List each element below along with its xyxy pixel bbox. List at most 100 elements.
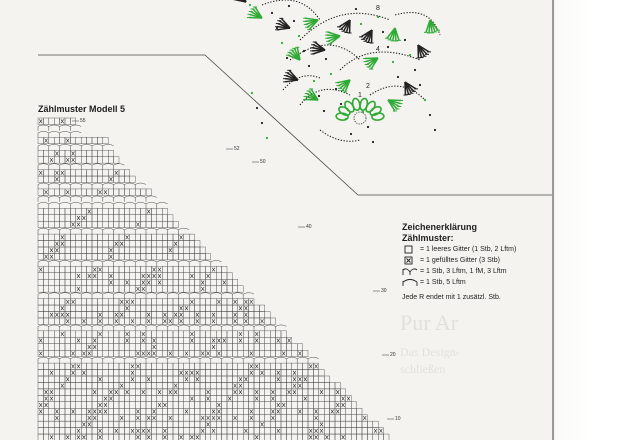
- empty-grid-cell: [156, 414, 163, 422]
- empty-grid-cell: [167, 220, 174, 228]
- empty-grid-cell: [205, 266, 211, 274]
- empty-grid-cell: [161, 375, 168, 383]
- empty-grid-cell: [194, 253, 201, 261]
- empty-grid-cell: [253, 427, 260, 435]
- empty-grid-cell: [297, 395, 303, 403]
- filled-grid-cell: [141, 428, 146, 433]
- arch-stitch: [37, 227, 49, 235]
- empty-grid-cell: [215, 388, 222, 396]
- empty-grid-cell: [215, 330, 222, 338]
- empty-grid-cell: [318, 401, 325, 409]
- filled-grid-cell: [190, 435, 194, 440]
- empty-grid-cell: [151, 317, 157, 325]
- doily-chain-dot: [324, 57, 328, 61]
- filled-grid-cell: [184, 377, 189, 382]
- empty-grid-cell: [253, 401, 260, 409]
- doily-chain-dot: [376, 15, 380, 19]
- doily-chain-dot: [428, 113, 432, 117]
- empty-grid-cell: [259, 343, 265, 351]
- picot-arch-icon: [402, 268, 418, 275]
- arch-stitch: [124, 182, 136, 189]
- doily-chain-dot: [260, 121, 264, 125]
- empty-grid-cell: [264, 395, 271, 403]
- empty-grid-cell: [226, 272, 233, 280]
- filled-grid-cell: [71, 409, 75, 414]
- empty-grid-cell: [70, 188, 77, 196]
- arch-stitch: [253, 356, 265, 364]
- arch-stitch: [102, 163, 114, 170]
- empty-grid-cell: [80, 246, 87, 254]
- arch-stitch: [37, 324, 49, 331]
- empty-grid-cell: [280, 330, 287, 338]
- empty-grid-cell: [75, 420, 82, 428]
- empty-grid-cell: [48, 298, 55, 306]
- arch-stitch: [91, 182, 103, 189]
- empty-grid-cell: [113, 343, 120, 351]
- empty-grid-cell: [107, 220, 114, 228]
- empty-grid-cell: [356, 420, 363, 428]
- empty-grid-cell: [80, 150, 87, 157]
- empty-grid-cell: [199, 401, 206, 409]
- filled-grid-cell: [136, 351, 140, 356]
- empty-grid-cell: [48, 214, 55, 222]
- empty-grid-cell: [124, 433, 131, 440]
- empty-grid-cell: [351, 408, 357, 415]
- empty-grid-cell: [183, 414, 190, 422]
- arch-stitch: [80, 182, 93, 189]
- empty-grid-cell: [291, 414, 298, 422]
- empty-grid-cell: [210, 369, 217, 377]
- arch-stitch: [59, 163, 71, 170]
- empty-grid-cell: [318, 408, 325, 415]
- filled-grid-cell: [125, 390, 129, 395]
- empty-grid-cell: [118, 285, 125, 293]
- empty-grid-cell: [151, 369, 157, 377]
- empty-grid-cell: [145, 214, 152, 222]
- arch-stitch: [80, 163, 93, 170]
- empty-grid-cell: [37, 188, 44, 196]
- empty-grid-cell: [286, 382, 292, 390]
- empty-grid-cell: [194, 246, 201, 254]
- empty-grid-cell: [97, 414, 104, 422]
- empty-grid-cell: [102, 240, 109, 248]
- empty-grid-cell: [205, 433, 211, 440]
- empty-grid-cell: [70, 214, 77, 222]
- empty-grid-cell: [134, 395, 141, 403]
- filled-grid-cell: [222, 280, 227, 285]
- filled-grid-cell: [141, 286, 146, 292]
- empty-grid-cell: [156, 420, 163, 428]
- empty-grid-cell: [264, 311, 271, 319]
- empty-grid-cell: [232, 401, 238, 409]
- empty-grid-cell: [86, 266, 93, 274]
- empty-grid-cell: [86, 240, 93, 248]
- empty-grid-cell: [59, 369, 66, 377]
- empty-grid-cell: [275, 350, 282, 357]
- empty-grid-cell: [70, 169, 77, 177]
- empty-grid-cell: [248, 304, 255, 312]
- empty-grid-cell: [205, 298, 211, 306]
- empty-grid-cell: [102, 266, 109, 274]
- empty-grid-cell: [167, 311, 174, 319]
- doily-round-label: 2: [366, 83, 370, 90]
- empty-grid-cell: [102, 382, 109, 390]
- empty-grid-cell: [199, 375, 206, 383]
- doily-round-label: 8: [376, 5, 380, 12]
- arch-stitch: [102, 182, 114, 189]
- filled-grid-cell: [238, 331, 243, 337]
- arch-stitch: [210, 260, 222, 267]
- filled-grid-cell: [141, 273, 146, 279]
- doily-stitch: [254, 6, 263, 19]
- filled-grid-cell: [44, 390, 48, 395]
- arch-stitch: [124, 356, 136, 364]
- filled-grid-cell: [146, 351, 151, 356]
- empty-grid-cell: [161, 272, 168, 280]
- chart-title: Zählmuster Modell 5: [38, 104, 126, 114]
- filled-grid-cell: [71, 370, 75, 375]
- empty-grid-cell: [161, 382, 168, 390]
- filled-grid-cell: [82, 435, 86, 440]
- empty-grid-cell: [302, 388, 309, 396]
- empty-grid-cell: [215, 433, 222, 440]
- empty-grid-cell: [242, 362, 249, 370]
- arch-stitch: [48, 324, 60, 331]
- arch-stitch: [70, 144, 82, 151]
- empty-grid-cell: [70, 382, 77, 390]
